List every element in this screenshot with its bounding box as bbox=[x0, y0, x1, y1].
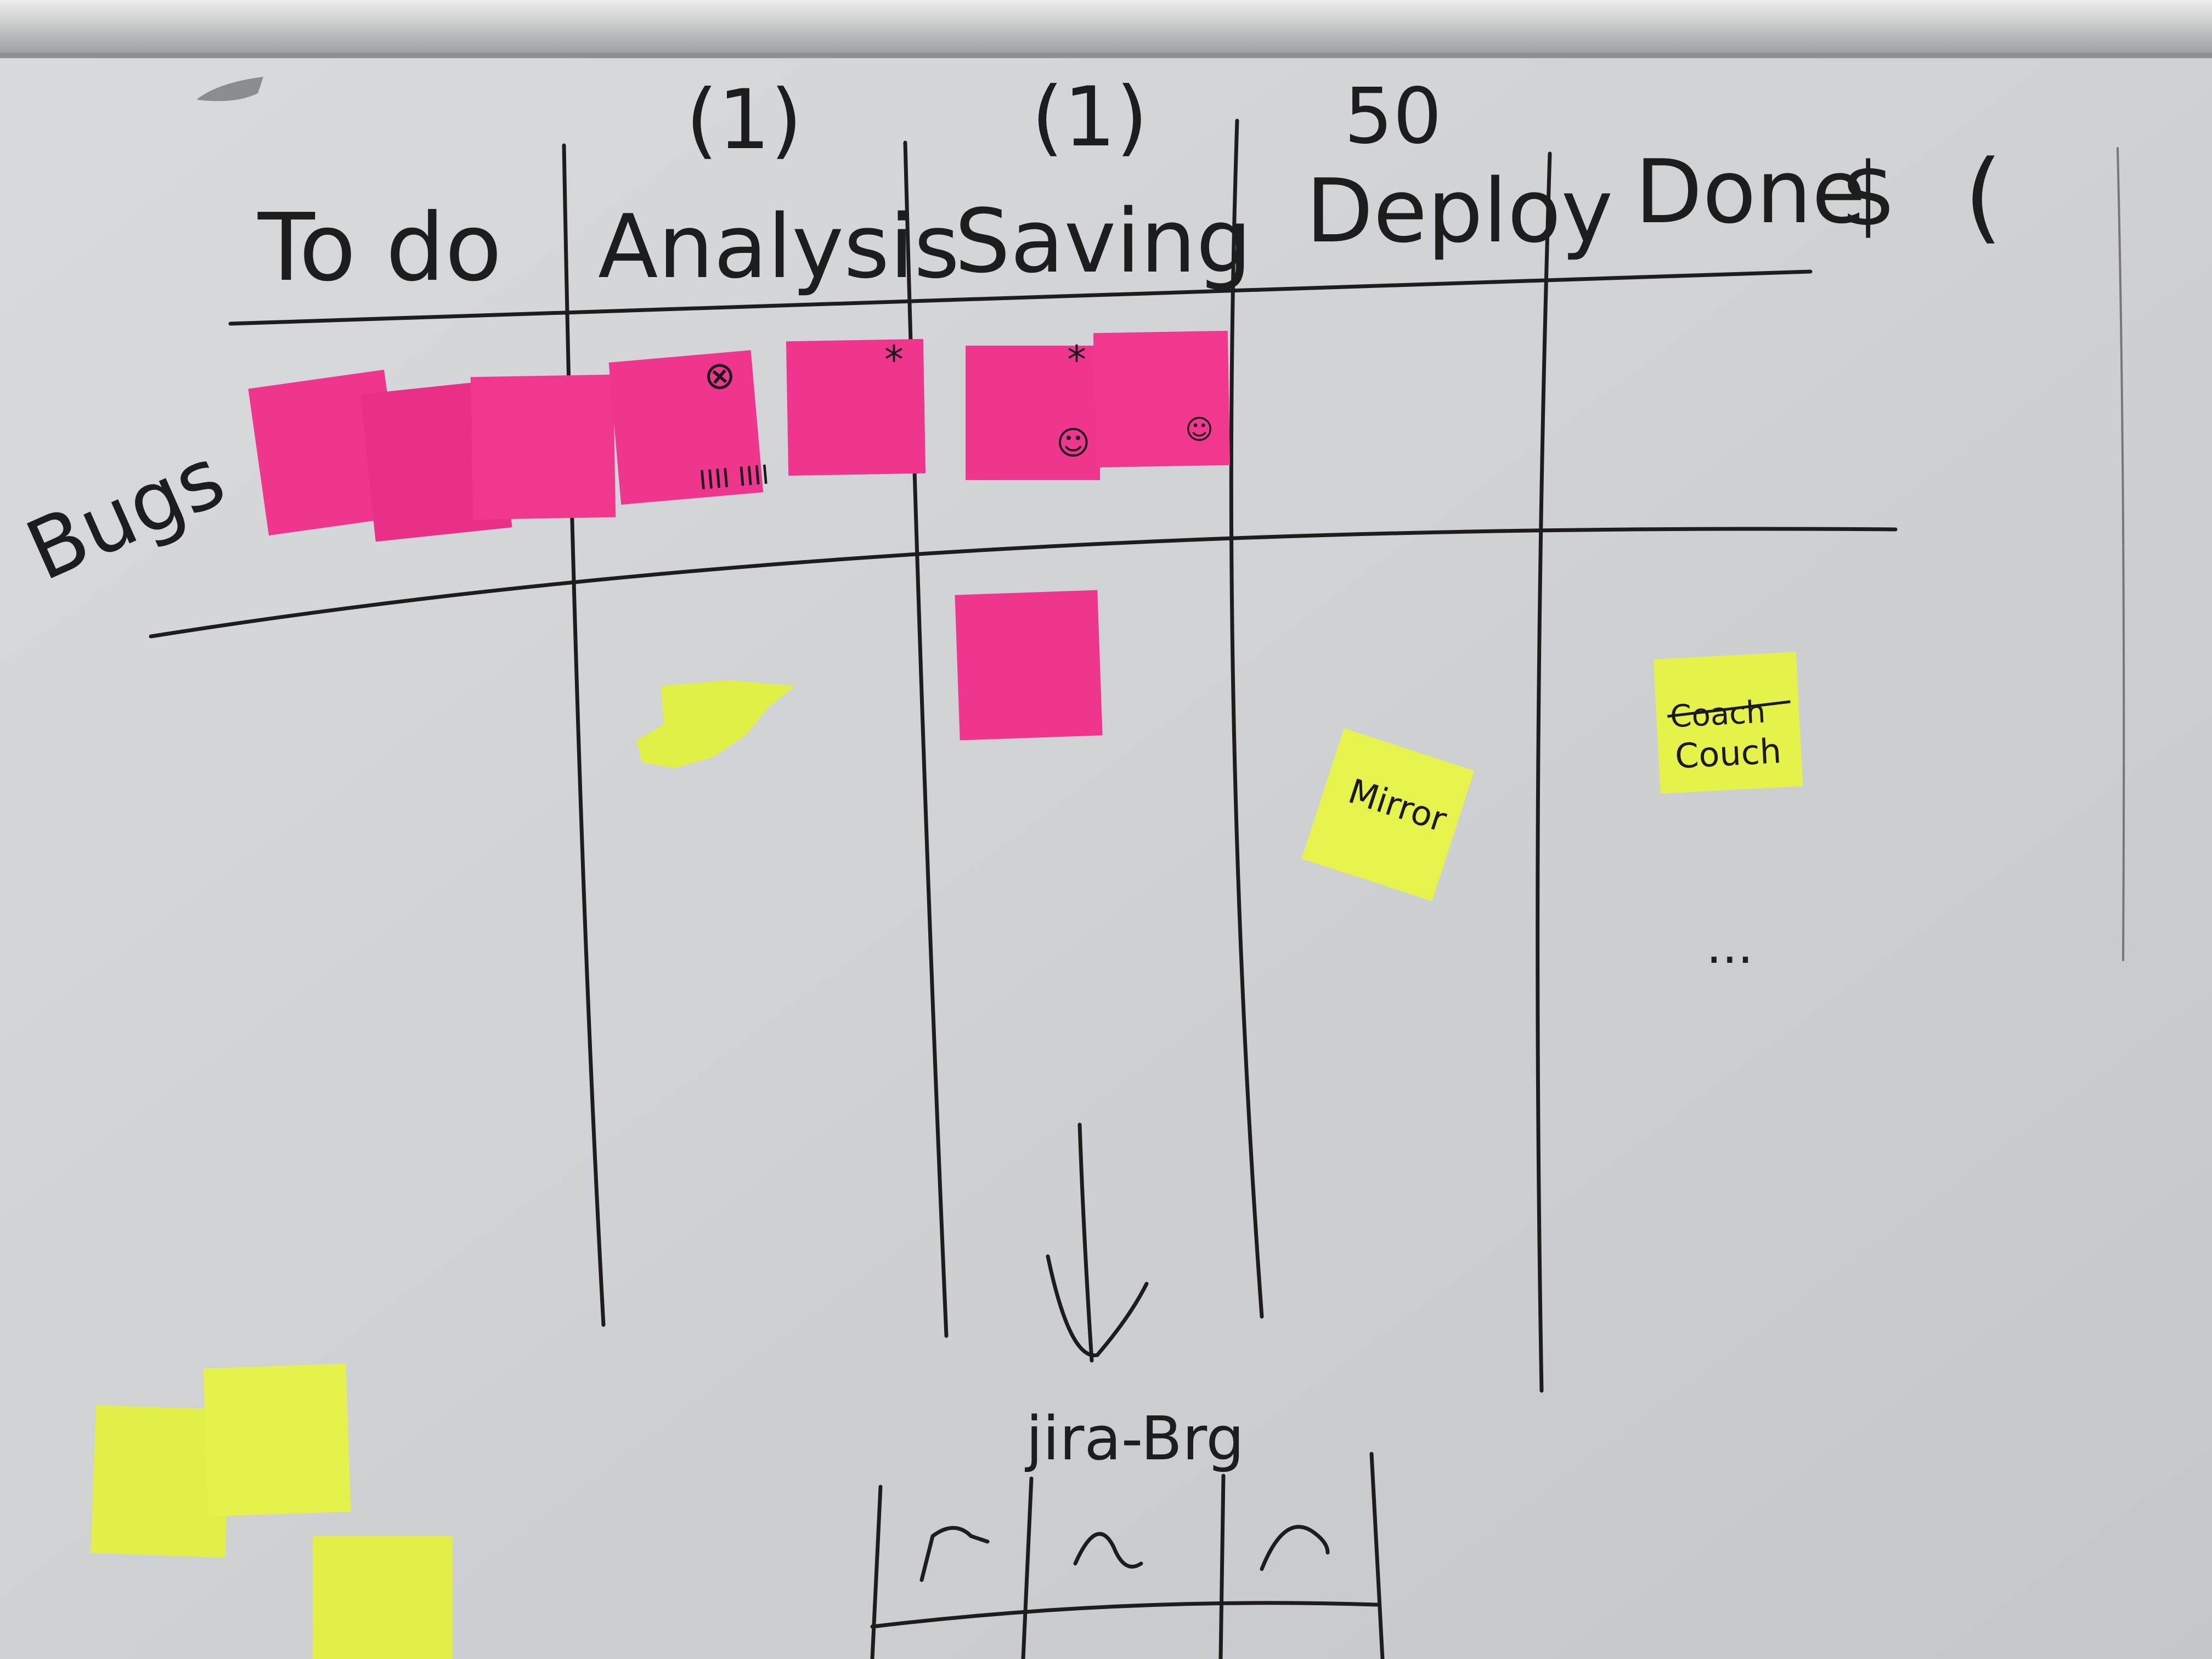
asterisk-icon: * bbox=[884, 337, 904, 382]
paren-mark: ( bbox=[1964, 139, 2002, 254]
yellow-sticky-note[interactable] bbox=[313, 1536, 453, 1659]
wip-limit-deploy: 50 bbox=[1344, 72, 1442, 161]
column-headers: To do Analysis (1) Saving (1) Deploy 50 … bbox=[257, 70, 2002, 302]
smiley-icon: ☺ bbox=[1185, 414, 1214, 445]
crumpled-sticky-note[interactable] bbox=[636, 680, 795, 768]
column-line-3 bbox=[1229, 119, 1264, 1319]
smiley-icon: ☺ bbox=[1056, 424, 1091, 462]
down-arrow-icon bbox=[1046, 1122, 1149, 1363]
yellow-sticky-note-mirror[interactable]: Mirror bbox=[1301, 728, 1475, 901]
diagram-title: jira-Brg bbox=[1025, 1403, 1244, 1474]
board-frame bbox=[0, 0, 2212, 55]
bugs-row-notes: ⊗ IIII IIII * * ☺ ☺ bbox=[248, 330, 1231, 542]
mini-board-diagram bbox=[870, 1452, 1385, 1659]
yellow-sticky-note-couch[interactable]: Coach Couch bbox=[1653, 652, 1803, 794]
column-line-4 bbox=[1536, 151, 1552, 1393]
pink-sticky-note[interactable]: * bbox=[786, 337, 926, 476]
wip-limit-saving: (1) bbox=[1031, 70, 1148, 165]
diagram-squiggle bbox=[1260, 1525, 1330, 1571]
diagram-squiggle bbox=[919, 1526, 990, 1582]
column-header-deploy: Deploy bbox=[1306, 160, 1613, 262]
frame-edge bbox=[0, 53, 2212, 58]
diagram-line bbox=[870, 1485, 883, 1659]
diagram-squiggle bbox=[1073, 1532, 1143, 1569]
column-line-1 bbox=[562, 143, 606, 1327]
diagram-line bbox=[1021, 1476, 1034, 1659]
circle-x-icon: ⊗ bbox=[702, 352, 738, 399]
pink-sticky-note[interactable]: * ☺ bbox=[966, 337, 1100, 480]
column-header-analysis: Analysis bbox=[598, 195, 960, 298]
yellow-sticky-note[interactable] bbox=[91, 1404, 230, 1558]
asterisk-icon: * bbox=[1067, 337, 1086, 382]
row-divider-line bbox=[149, 527, 1898, 639]
ellipsis-mark: ... bbox=[1706, 917, 1753, 975]
dollar-icon: $ bbox=[1841, 143, 1897, 246]
grid-lines bbox=[149, 119, 2125, 1393]
smudge bbox=[198, 77, 263, 101]
diagram-line bbox=[870, 1601, 1379, 1629]
column-header-done: Done bbox=[1635, 140, 1866, 243]
wip-limit-analysis: (1) bbox=[686, 72, 802, 168]
pink-sticky-note[interactable] bbox=[955, 590, 1103, 741]
couch-label: Couch bbox=[1674, 731, 1782, 776]
diagram-line bbox=[1369, 1452, 1385, 1659]
diagram-line bbox=[1218, 1474, 1226, 1659]
pink-sticky-note[interactable] bbox=[470, 374, 616, 520]
pink-sticky-note[interactable]: ☺ bbox=[1093, 330, 1231, 468]
column-line-2 bbox=[903, 140, 949, 1338]
tally-marks: IIII IIII bbox=[698, 459, 771, 496]
column-header-todo: To do bbox=[257, 194, 502, 302]
pink-sticky-note[interactable]: ⊗ IIII IIII bbox=[608, 349, 771, 505]
yellow-sticky-note[interactable] bbox=[203, 1363, 351, 1517]
column-header-saving: Saving bbox=[955, 190, 1252, 292]
column-line-5 bbox=[2117, 147, 2125, 961]
